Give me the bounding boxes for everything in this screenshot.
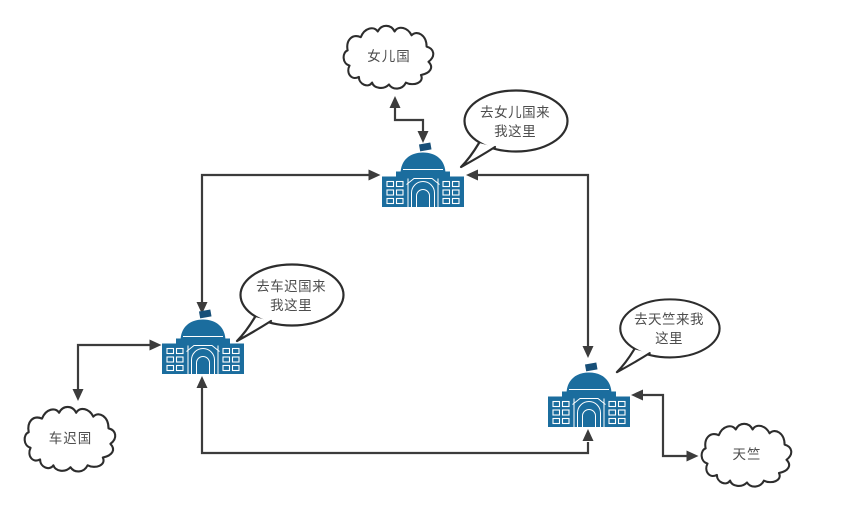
connector-temple-left-temple-top[interactable] <box>196 169 381 315</box>
cloud-label: 车迟国 <box>48 431 93 446</box>
temple-right-node[interactable] <box>548 361 630 427</box>
cloud-node-chechiguo[interactable]: 车迟国 <box>23 403 118 477</box>
cloud-node-nverguo[interactable]: 女儿国 <box>342 22 436 94</box>
connector-temple-left-temple-right[interactable] <box>196 376 594 455</box>
arrowhead-left-icon <box>466 169 478 181</box>
speech-bubble-icon <box>234 262 346 344</box>
arrowhead-right-icon <box>149 339 162 351</box>
connector-temple-left-cloud-chechiguo[interactable] <box>72 339 162 402</box>
arrowhead-up-icon <box>196 376 208 388</box>
cloud-icon <box>700 420 794 492</box>
cloud-label: 女儿国 <box>367 49 411 64</box>
temple-top-node[interactable] <box>382 141 464 207</box>
government-building-icon <box>162 308 244 374</box>
cloud-icon <box>342 22 436 94</box>
cloud-label: 天竺 <box>732 447 762 462</box>
speech-bubble-icon <box>614 297 722 375</box>
speech-bubble-text: 去女儿国来 我这里 <box>480 104 551 139</box>
temple-left-node[interactable] <box>162 308 244 374</box>
cloud-icon <box>23 403 118 477</box>
cloud-node-tianzhu[interactable]: 天竺 <box>700 420 794 492</box>
arrowhead-right-icon <box>686 450 699 462</box>
speech-bubble-to-tianzhu[interactable]: 去天竺来我 这里 <box>614 297 722 375</box>
arrowhead-right-icon <box>368 169 381 181</box>
speech-bubble-to-nverguo[interactable]: 去女儿国来 我这里 <box>458 88 570 170</box>
government-building-icon <box>382 141 464 207</box>
arrowhead-down-icon <box>417 131 429 143</box>
connector-temple-top-temple-right[interactable] <box>466 169 594 359</box>
speech-bubble-to-chechiguo[interactable]: 去车迟国来 我这里 <box>234 262 346 344</box>
arrowhead-down-icon <box>196 302 208 314</box>
speech-bubble-icon <box>458 88 570 170</box>
arrowhead-down-icon <box>582 346 594 358</box>
speech-bubble-text: 去天竺来我 这里 <box>634 311 705 346</box>
arrowhead-down-icon <box>72 389 84 401</box>
arrowhead-up-icon <box>582 429 594 441</box>
government-building-icon <box>548 361 630 427</box>
speech-bubble-text: 去车迟国来 我这里 <box>256 278 327 313</box>
connector-temple-right-cloud-tianzhu[interactable] <box>631 389 699 462</box>
arrowhead-left-icon <box>631 389 643 401</box>
connector-temple-top-cloud-nverguo[interactable] <box>389 96 429 143</box>
arrowhead-up-icon <box>389 96 401 108</box>
